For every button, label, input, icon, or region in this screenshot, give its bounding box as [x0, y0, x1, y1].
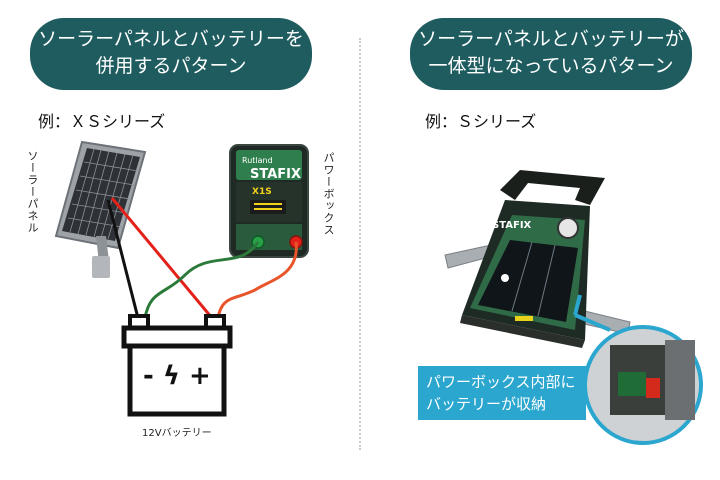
- right-title-line2: 一体型になっているパターン: [428, 55, 674, 77]
- solar-power-unit-illustration: STAFIX: [444, 170, 631, 348]
- power-box-brand: STAFIX: [250, 167, 301, 182]
- callout-line1: パワーボックス内部に: [426, 373, 576, 391]
- right-example-label: 例：Ｓシリーズ: [425, 112, 537, 131]
- solar-panel-illustration: [54, 140, 147, 278]
- callout-pointer: [574, 313, 611, 332]
- right-title-line1: ソーラーパネルとバッテリーが: [418, 28, 684, 50]
- left-title-line2: 併用するパターン: [95, 55, 247, 77]
- battery-illustration: - ϟ +: [121, 314, 233, 417]
- battery-symbols: - ϟ +: [143, 361, 211, 391]
- left-title-line1: ソーラーパネルとバッテリーを: [38, 28, 304, 50]
- callout-line2: バッテリーが収納: [426, 395, 547, 413]
- battery-callout: パワーボックス内部に バッテリーが収納: [418, 366, 586, 420]
- power-box-brand-text: Rutland: [242, 156, 273, 165]
- power-box-model: X1S: [252, 187, 272, 197]
- center-divider: [359, 38, 361, 450]
- power-box-illustration: Rutland STAFIX X1S: [229, 144, 309, 258]
- right-title-pill: ソーラーパネルとバッテリーが 一体型になっているパターン: [410, 18, 692, 90]
- wires: [106, 197, 298, 319]
- solar-panel-label: ソーラーパネル: [26, 150, 39, 234]
- battery-label: 12Vバッテリー: [142, 428, 212, 439]
- left-example-label: 例：ＸＳシリーズ: [38, 112, 166, 131]
- power-box-label: パワーボックス: [322, 152, 335, 236]
- unit-brand: STAFIX: [492, 220, 532, 231]
- battery-inset-illustration: [573, 294, 703, 445]
- left-title-pill: ソーラーパネルとバッテリーを 併用するパターン: [30, 18, 312, 90]
